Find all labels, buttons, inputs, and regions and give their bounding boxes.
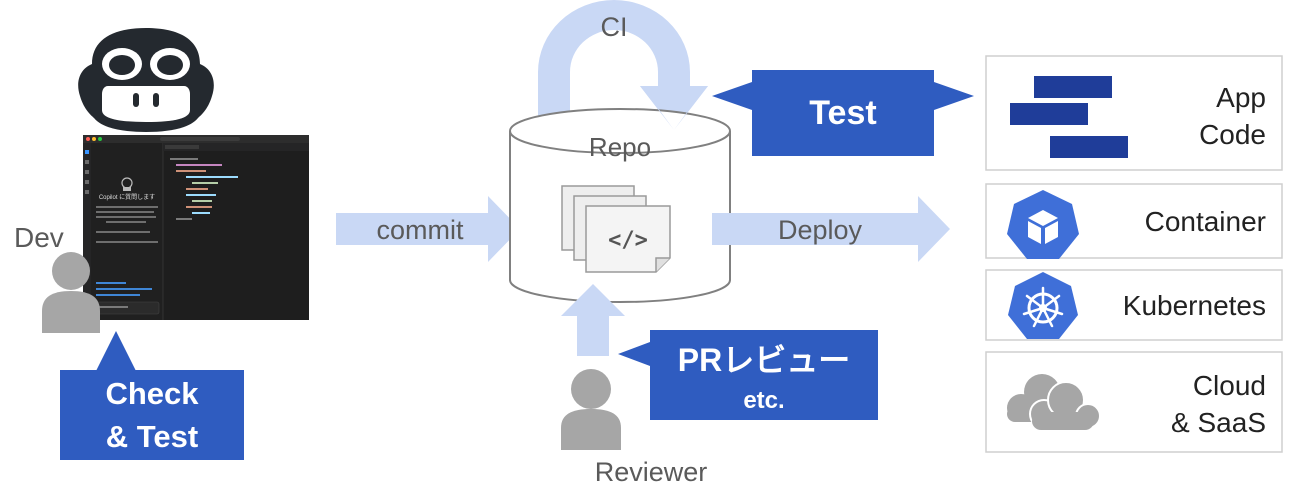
deploy-arrow: Deploy (712, 196, 950, 262)
dev-label: Dev (14, 222, 64, 253)
target-container-label: Container (1145, 206, 1266, 237)
review-arrow (561, 284, 625, 356)
deploy-label: Deploy (778, 215, 863, 245)
ide-screenshot: Copilot に質問します (83, 135, 309, 320)
pr-review-line1: PRレビュー (678, 342, 850, 378)
repo-label: Repo (589, 132, 651, 162)
target-app-code: App Code (985, 55, 1283, 171)
target-cloud-line1: Cloud (1193, 370, 1266, 401)
dev-person-icon (42, 252, 100, 333)
code-files-icon: </> (561, 185, 671, 273)
test-label: Test (809, 94, 876, 132)
ci-arrow-head (640, 86, 708, 130)
target-cloud-saas: Cloud & SaaS (985, 351, 1283, 453)
container-cube-icon (1007, 190, 1079, 259)
commit-label: commit (377, 215, 464, 245)
check-test-callout: Check & Test (60, 331, 244, 460)
commit-arrow: commit (336, 196, 520, 262)
pr-review-callout: PRレビュー etc. (618, 330, 878, 420)
target-kubernetes-label: Kubernetes (1123, 290, 1266, 321)
reviewer-label: Reviewer (595, 457, 708, 487)
chat-copilot-icon (121, 177, 133, 191)
target-cloud-line2: & SaaS (1171, 407, 1266, 438)
target-container: Container (985, 183, 1283, 259)
target-app-code-line2: Code (1199, 119, 1266, 150)
app-code-bars-icon (1010, 76, 1128, 158)
target-app-code-line1: App (1216, 82, 1266, 113)
check-test-line2: & Test (106, 419, 198, 454)
target-kubernetes: Kubernetes (985, 269, 1283, 341)
cloud-icon-front (1029, 381, 1101, 430)
check-test-line1: Check (105, 376, 199, 411)
kubernetes-helm-icon (1008, 272, 1078, 339)
test-callout: Test (712, 70, 974, 156)
code-symbol: </> (608, 228, 648, 253)
ci-label: CI (601, 12, 628, 42)
copilot-logo-icon (78, 28, 214, 132)
reviewer-person-icon (561, 369, 621, 450)
ci-loop-arrow: CI (538, 0, 708, 132)
pr-review-line2: etc. (743, 387, 784, 414)
chat-title: Copilot に質問します (99, 193, 155, 201)
